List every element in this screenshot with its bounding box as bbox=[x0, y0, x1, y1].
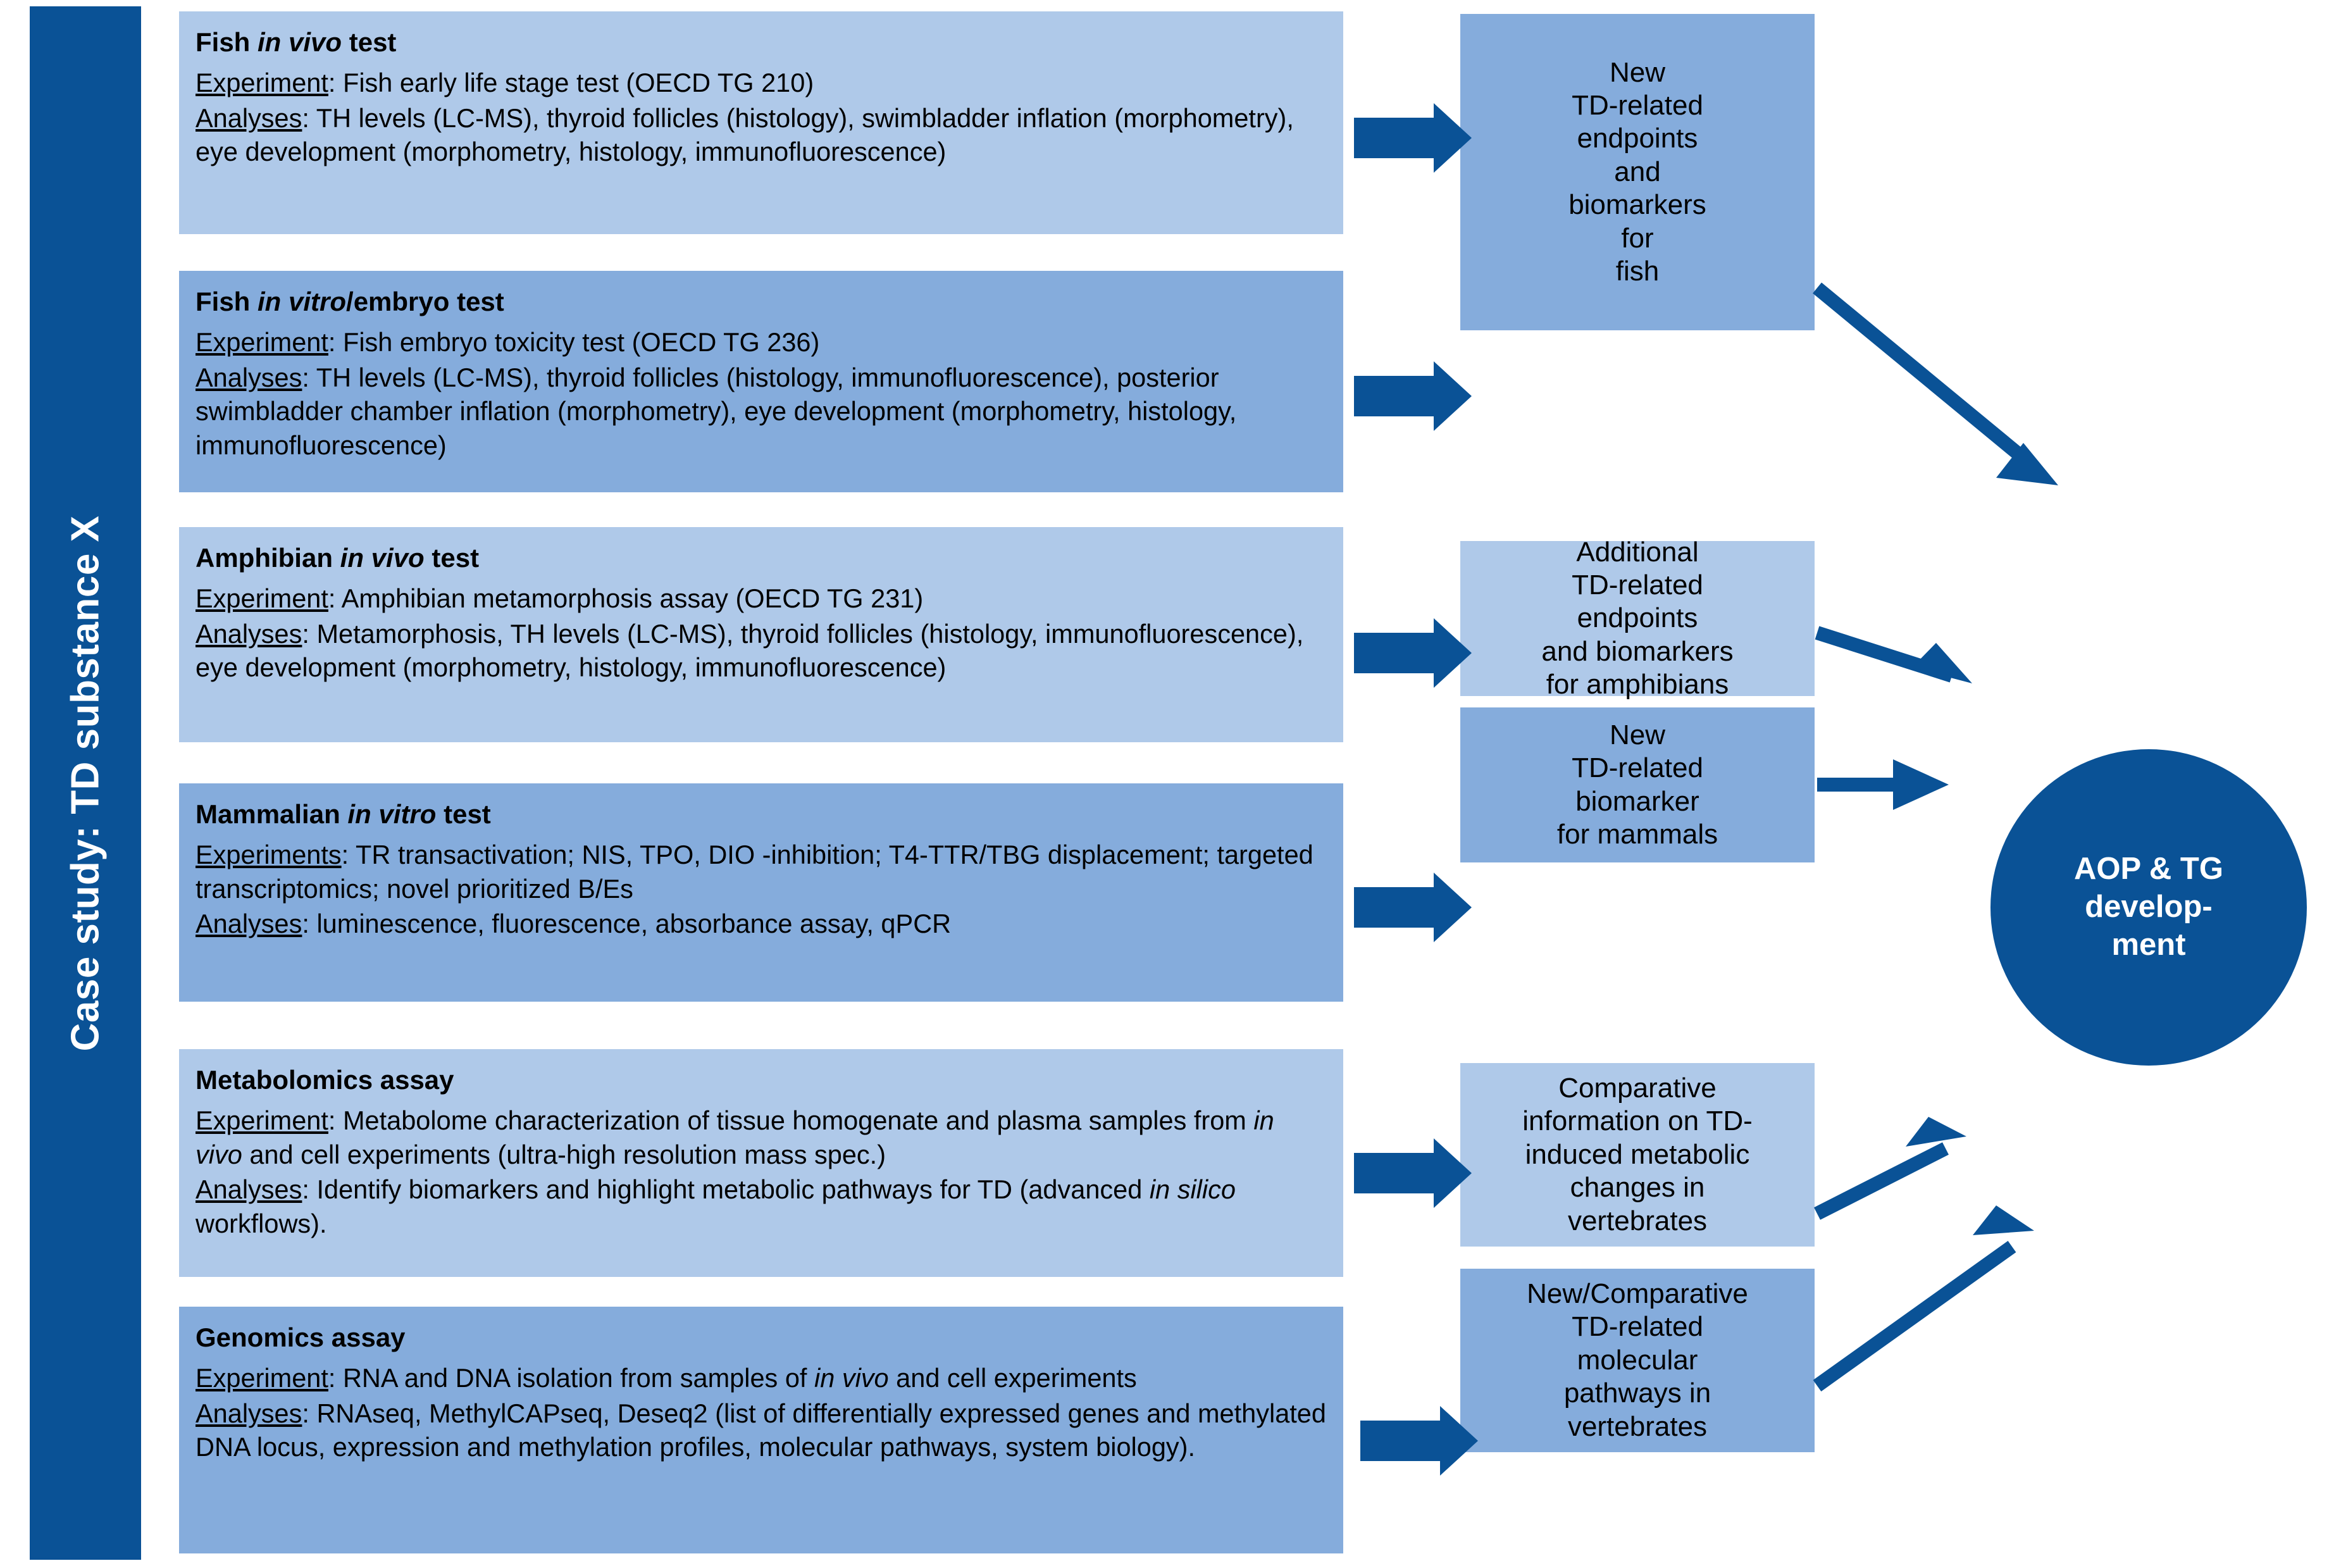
assay-title: Fish in vivo test bbox=[196, 27, 397, 57]
assay-box-metabolomics: Metabolomics assay Experiment: Metabolom… bbox=[179, 1049, 1343, 1277]
assay-analyses: Analyses: RNAseq, MethylCAPseq, Deseq2 (… bbox=[196, 1398, 1326, 1462]
assay-box-amphibian-in-vivo: Amphibian in vivo test Experiment: Amphi… bbox=[179, 527, 1343, 742]
converge-arrowhead-fish bbox=[1996, 443, 2058, 485]
assay-experiment: Experiment: Amphibian metamorphosis assa… bbox=[196, 583, 924, 613]
outcome-box-fish: New TD-related endpoints and biomarkers … bbox=[1460, 14, 1815, 330]
assay-experiment: Experiment: RNA and DNA isolation from s… bbox=[196, 1362, 1137, 1393]
assay-title: Mammalian in vitro test bbox=[196, 799, 491, 829]
assay-experiment: Experiments: TR transactivation; NIS, TP… bbox=[196, 839, 1313, 904]
assay-box-fish-in-vivo: Fish in vivo test Experiment: Fish early… bbox=[179, 11, 1343, 234]
case-study-label: Case study: TD substance X bbox=[63, 515, 108, 1051]
outcome-text: Comparative information on TD- induced m… bbox=[1522, 1073, 1753, 1236]
block-arrow-icon-1 bbox=[1354, 103, 1472, 173]
hub-label: AOP & TG develop- ment bbox=[2074, 852, 2223, 962]
aop-tg-development-circle: AOP & TG develop- ment bbox=[1990, 749, 2307, 1066]
converge-arrowhead-metabolic bbox=[1906, 1117, 1966, 1147]
outcome-box-metabolic: Comparative information on TD- induced m… bbox=[1460, 1063, 1815, 1247]
outcome-text: New/Comparative TD-related molecular pat… bbox=[1527, 1278, 1748, 1442]
assay-analyses: Analyses: Identify biomarkers and highli… bbox=[196, 1174, 1236, 1239]
outcome-text: New TD-related endpoints and biomarkers … bbox=[1568, 56, 1706, 287]
converge-arrowhead-pathways bbox=[1973, 1205, 2034, 1235]
assay-box-genomics: Genomics assay Experiment: RNA and DNA i… bbox=[179, 1307, 1343, 1553]
converge-arrowhead-mammals bbox=[1893, 759, 1949, 810]
converge-arrow-line-amphibians bbox=[1815, 626, 1954, 683]
assay-experiment: Experiment: Fish embryo toxicity test (O… bbox=[196, 327, 820, 357]
outcome-text: New TD-related biomarker for mammals bbox=[1556, 719, 1718, 850]
assay-box-mammalian-in-vitro: Mammalian in vitro test Experiments: TR … bbox=[179, 783, 1343, 1002]
converge-arrow-line-fish bbox=[1812, 282, 2039, 473]
block-arrow-icon-5 bbox=[1354, 1138, 1472, 1208]
assay-title: Amphibian in vivo test bbox=[196, 543, 480, 573]
block-arrow-icon-4 bbox=[1354, 873, 1472, 942]
assay-title: Fish in vitro/embryo test bbox=[196, 287, 504, 316]
outcome-box-amphibians: Additional TD-related endpoints and biom… bbox=[1460, 537, 1815, 700]
assay-analyses: Analyses: TH levels (LC-MS), thyroid fol… bbox=[196, 103, 1294, 167]
assay-box-fish-in-vitro-embryo: Fish in vitro/embryo test Experiment: Fi… bbox=[179, 271, 1343, 492]
block-arrow-icon-3 bbox=[1354, 618, 1472, 688]
outcome-text: Additional TD-related endpoints and biom… bbox=[1541, 536, 1734, 700]
assay-title: Metabolomics assay bbox=[196, 1065, 454, 1095]
converge-arrowhead-amphibians bbox=[1912, 643, 1972, 683]
block-arrow-icon-2 bbox=[1354, 361, 1472, 431]
assay-analyses: Analyses: Metamorphosis, TH levels (LC-M… bbox=[196, 618, 1304, 683]
assay-experiment: Experiment: Fish early life stage test (… bbox=[196, 67, 814, 97]
assay-analyses: Analyses: TH levels (LC-MS), thyroid fol… bbox=[196, 362, 1237, 461]
assay-title: Genomics assay bbox=[196, 1322, 406, 1352]
outcome-box-molecular-pathways: New/Comparative TD-related molecular pat… bbox=[1460, 1269, 1815, 1452]
converge-arrow-line-metabolic bbox=[1814, 1142, 1949, 1220]
outcome-box-mammals: New TD-related biomarker for mammals bbox=[1460, 707, 1815, 862]
converge-arrow-line-pathways bbox=[1813, 1241, 2016, 1391]
assay-analyses: Analyses: luminescence, fluorescence, ab… bbox=[196, 909, 952, 939]
assay-experiment: Experiment: Metabolome characterization … bbox=[196, 1105, 1274, 1169]
case-study-banner: Case study: TD substance X bbox=[30, 6, 141, 1560]
